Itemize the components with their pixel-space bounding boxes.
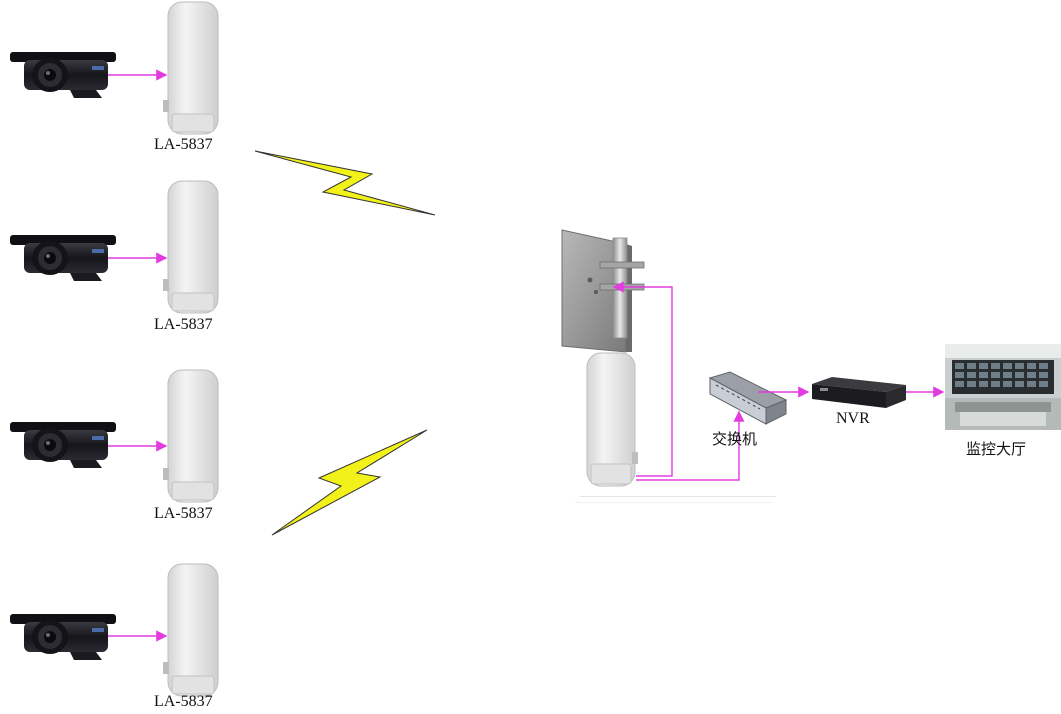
cpe-radio-icon — [162, 563, 219, 697]
base-cpe-radio-icon — [575, 352, 776, 503]
cpe-radio-icon — [162, 1, 219, 135]
antenna-feed-line — [612, 281, 673, 477]
panel-antenna-icon — [561, 229, 645, 353]
camera-node-2 — [10, 180, 219, 314]
nvr-label: NVR — [836, 410, 870, 427]
network-switch-icon — [708, 371, 788, 425]
cpe-model-label: LA-5837 — [154, 316, 213, 333]
nvr-recorder-icon — [812, 377, 906, 408]
cpe-model-label: LA-5837 — [154, 693, 213, 710]
cpe-model-label: LA-5837 — [154, 136, 213, 153]
wireless-link-icon — [254, 150, 436, 216]
camera-icon — [10, 235, 116, 281]
cpe-model-label: LA-5837 — [154, 505, 213, 522]
switch-label: 交换机 — [712, 430, 758, 448]
cpe-radio-icon — [162, 180, 219, 314]
camera-icon — [10, 614, 116, 660]
camera-node-4 — [10, 563, 219, 697]
camera-icon — [10, 422, 116, 468]
monitor-room-photo — [945, 344, 1061, 430]
camera-icon — [10, 52, 116, 98]
camera-node-3 — [10, 369, 219, 503]
wireless-link-icon — [271, 429, 428, 536]
monitor-room-label: 监控大厅 — [966, 440, 1027, 458]
uplink-line — [636, 410, 745, 481]
camera-node-1 — [10, 1, 219, 135]
base-station — [561, 229, 776, 503]
cpe-radio-icon — [162, 369, 219, 503]
